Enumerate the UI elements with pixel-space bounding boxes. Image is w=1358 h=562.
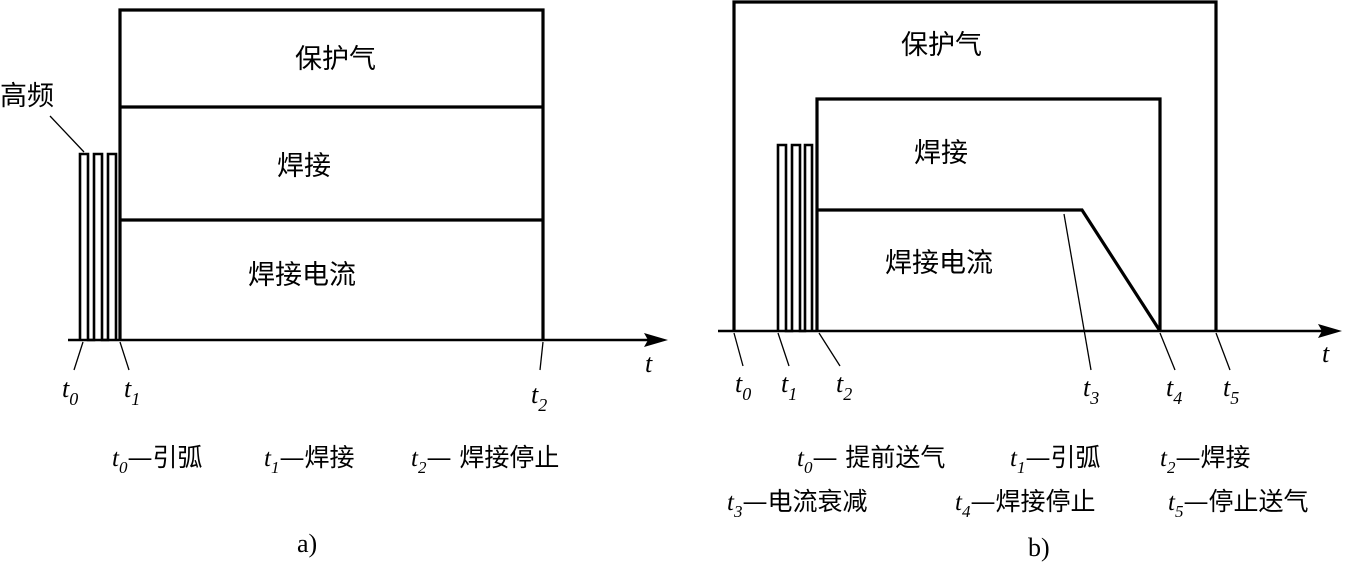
tick-leader-t2-b — [818, 332, 841, 367]
tick-label-t3-b: t3 — [1083, 373, 1099, 408]
tick-leader-t4-b — [1159, 332, 1176, 371]
axis-label-t-b: t — [1322, 339, 1330, 368]
tick-label-t2-a: t2 — [531, 380, 547, 415]
time-axis-arrow-a — [644, 333, 668, 347]
hf-leader-line — [49, 115, 85, 153]
shielding-gas-block-b — [732, 0, 1218, 331]
block-label-welding-a: 焊接 — [277, 151, 331, 182]
high-frequency-pulses-a — [78, 152, 118, 342]
panel-label-b: b) — [1028, 533, 1050, 562]
shielding-gas-block-a — [118, 8, 545, 340]
time-axis-arrow-b — [1318, 324, 1342, 338]
axis-label-t-a: t — [645, 349, 653, 378]
block-label-shielding-gas-b: 保护气 — [901, 30, 982, 61]
legend-caption-a: t0—引弧 t1—焊接 t2— 焊接停止 — [112, 443, 559, 477]
tick-leader-t1-a — [119, 341, 130, 371]
hf-label: 高频 — [0, 81, 54, 112]
diagram-a: t 保护气 焊接 焊接电流 高频 t0 t1 t2 t0—引弧 t1—焊接 t2… — [0, 8, 668, 558]
legend-caption-b-line2: t3—电流衰减 t4—焊接停止 t5—停止送气 — [727, 487, 1308, 521]
block-label-welding-current-b: 焊接电流 — [885, 248, 993, 279]
tick-leader-t0-b — [733, 332, 744, 367]
tick-label-t1-b: t1 — [781, 369, 797, 404]
block-label-shielding-gas-a: 保护气 — [295, 44, 376, 75]
high-frequency-pulses-b — [776, 143, 814, 333]
tick-leader-t2-a — [539, 341, 544, 371]
tick-label-t0-b: t0 — [735, 369, 751, 404]
tick-leader-t5-b — [1215, 332, 1231, 371]
tick-label-t0-a: t0 — [62, 374, 78, 409]
block-label-welding-current-a: 焊接电流 — [248, 260, 356, 291]
tick-leader-t0-a — [73, 341, 84, 371]
panel-label-a: a) — [297, 529, 317, 558]
tick-label-t4-b: t4 — [1166, 373, 1182, 408]
tick-label-t2-b: t2 — [836, 369, 852, 404]
block-label-welding-b: 焊接 — [914, 138, 968, 169]
tick-label-t1-a: t1 — [124, 374, 140, 409]
tick-leader-t1-b — [777, 332, 790, 367]
diagram-b: t 保护气 焊接 焊接电流 t0 t1 t2 t3 t4 t5 t0— 提前送气 — [718, 0, 1342, 562]
welding-block-b — [815, 97, 1162, 331]
legend-caption-b-line1: t0— 提前送气 t1—引弧 t2—焊接 — [797, 443, 1250, 477]
tick-label-t5-b: t5 — [1223, 373, 1239, 408]
welding-current-ramp-b — [817, 208, 1162, 332]
tick-leader-t3-b — [1063, 213, 1092, 371]
